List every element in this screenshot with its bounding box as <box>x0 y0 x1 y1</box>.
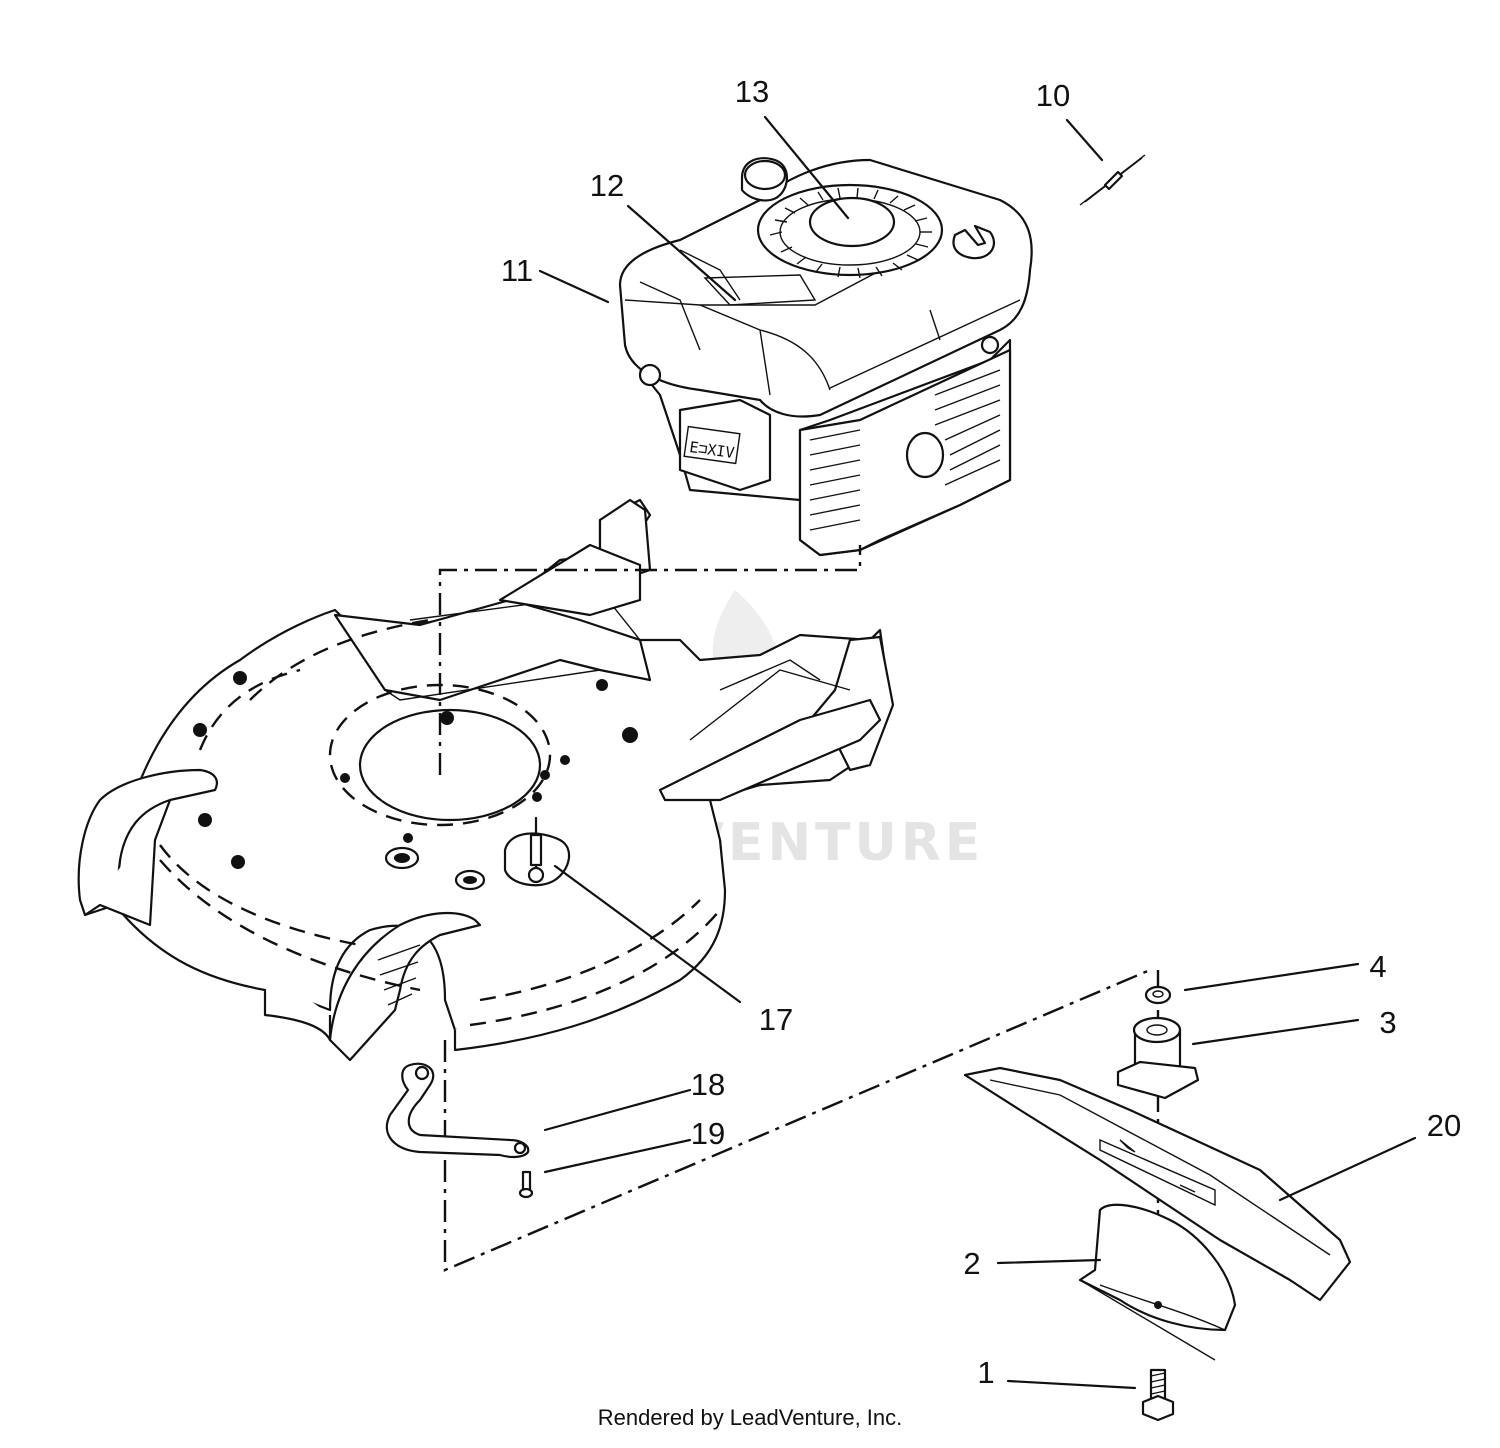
callout-11: 11 <box>501 253 533 288</box>
part-1-bolt <box>1141 1368 1175 1422</box>
callout-19: 19 <box>691 1116 725 1151</box>
callout-1: 1 <box>977 1355 994 1390</box>
callout-18: 18 <box>691 1067 725 1102</box>
part-4-washer <box>1144 985 1172 1005</box>
part-2-stiffener <box>1078 1203 1237 1361</box>
part-19-screw <box>518 1170 534 1199</box>
callout-12: 12 <box>590 168 624 203</box>
leader-lines <box>538 115 1417 1390</box>
part-3-blade-adapter <box>1116 1016 1200 1100</box>
callout-13: 13 <box>735 74 769 109</box>
callout-3: 3 <box>1379 1005 1396 1040</box>
callouts: 13 10 12 11 17 4 3 20 18 19 2 1 <box>501 74 1461 1390</box>
part-18-bracket <box>385 1062 530 1159</box>
part-20-blade <box>963 1066 1352 1302</box>
callout-20: 20 <box>1427 1108 1461 1143</box>
callout-17: 17 <box>759 1002 793 1037</box>
callout-4: 4 <box>1369 949 1386 984</box>
part-10-spark-plug-wire <box>1079 154 1146 206</box>
callout-10: 10 <box>1036 78 1070 113</box>
callout-2: 2 <box>963 1246 980 1281</box>
engine: E⊐XIV <box>618 157 1033 557</box>
footer-credit: Rendered by LeadVenture, Inc. <box>597 1405 903 1430</box>
mower-deck <box>77 498 895 1062</box>
